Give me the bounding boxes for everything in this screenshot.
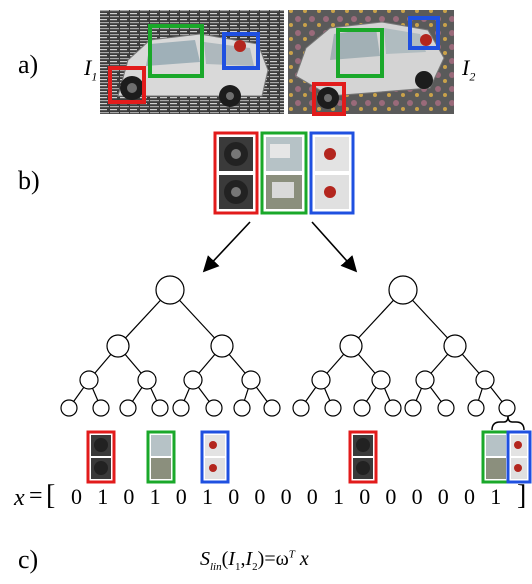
formula-s-sub: lin — [210, 561, 222, 573]
formula-comma: , — [240, 548, 246, 570]
photo-i2-green-box — [336, 28, 384, 78]
vector-equals: = — [29, 483, 43, 509]
vector-value: 0 — [411, 484, 423, 509]
vector-value: 1 — [202, 484, 213, 509]
tree-left — [60, 275, 281, 417]
vector-value: 1 — [149, 484, 161, 509]
leaf-patch-red-left — [86, 430, 116, 484]
vector-prefix: x — [14, 485, 25, 512]
photo-i2-red-box — [312, 82, 346, 116]
formula-omega-sup: T — [288, 548, 295, 561]
formula-omega: ω — [275, 548, 289, 570]
image-label-i2-sub: 2 — [469, 69, 476, 84]
similarity-formula: Slin(I1,I2)=ωT x — [200, 548, 309, 573]
arrow-down-right-icon — [311, 221, 358, 273]
vector-value: 1 — [97, 484, 109, 509]
leaf-patch-red-right — [348, 430, 378, 484]
tree-right — [292, 275, 516, 417]
vector-value: 0 — [280, 484, 292, 509]
vector-value: 0 — [123, 484, 135, 509]
vector-value: 0 — [306, 484, 318, 509]
vector-value: 0 — [175, 484, 187, 509]
panel-label-a: a) — [18, 50, 39, 79]
vector-value: 0 — [464, 484, 475, 509]
image-label-i2: I2 — [462, 55, 475, 84]
patch-group-top — [213, 131, 355, 215]
panel-label-c: c) — [18, 545, 39, 574]
photo-i1 — [100, 10, 284, 114]
formula-s: S — [200, 548, 210, 570]
image-label-i1-letter: I — [84, 55, 92, 80]
image-label-i1: I1 — [84, 55, 97, 84]
formula-arg1: I — [228, 548, 235, 570]
arrow-down-left-icon — [202, 221, 251, 273]
image-label-i2-letter: I — [462, 55, 470, 80]
photo-i1-green-box — [148, 24, 204, 78]
image-label-i1-sub: 1 — [91, 69, 98, 84]
photo-i1-red-box — [108, 66, 146, 104]
vector-value: 0 — [359, 484, 371, 509]
formula-open: ( — [221, 548, 229, 570]
vector-value: 0 — [437, 484, 449, 509]
vector-close-bracket: ] — [517, 480, 527, 511]
curly-brace-icon — [491, 415, 525, 431]
formula-x: x — [299, 548, 309, 570]
leaf-patch-blue-left — [200, 430, 230, 484]
panel-label-b: b) — [18, 166, 40, 195]
leaf-patch-green-left — [146, 430, 176, 484]
formula-arg2-sub: 2 — [252, 561, 258, 573]
vector-value: 0 — [71, 484, 82, 509]
photo-i2-blue-box — [408, 16, 440, 50]
formula-arg2: I — [245, 548, 253, 570]
vector-prefix-x: x — [14, 485, 25, 511]
photo-i1-blue-box — [222, 32, 260, 70]
formula-equals: = — [264, 548, 276, 570]
formula-close: ) — [257, 548, 265, 570]
vector-value: 0 — [385, 484, 397, 509]
vector-open-bracket: [ — [46, 480, 56, 511]
vector-value: 1 — [490, 484, 502, 509]
vector-value: 1 — [333, 484, 344, 509]
vector-value: 0 — [254, 484, 266, 509]
formula-arg1-sub: 1 — [234, 561, 241, 573]
vector-value: 0 — [228, 484, 240, 509]
photo-i2 — [288, 10, 454, 114]
leaf-patch-green-blue-right — [481, 430, 532, 484]
